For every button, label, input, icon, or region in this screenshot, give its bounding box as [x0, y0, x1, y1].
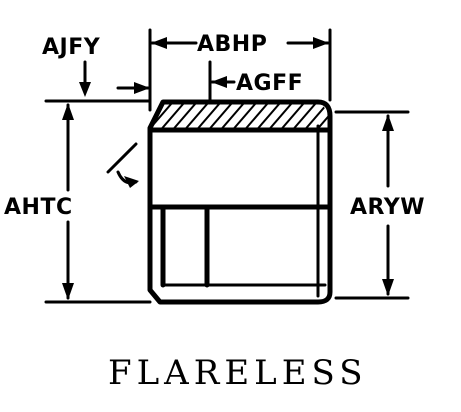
- ahtc-dimension: [44, 99, 152, 304]
- agff-label: AGFF: [236, 71, 303, 96]
- fitting-body: [147, 99, 333, 305]
- abhp-dimension: [148, 28, 332, 112]
- ahtc-label: AHTC: [4, 195, 73, 220]
- thread-hatching: [150, 104, 330, 130]
- aryw-dimension: [334, 110, 410, 300]
- abhp-label: ABHP: [197, 32, 267, 57]
- ajfy-label: AJFY: [42, 35, 101, 60]
- caption: FLARELESS: [108, 353, 368, 393]
- body-outline: [147, 99, 333, 305]
- ajfy-dimension: [79, 60, 150, 97]
- aryw-label: ARYW: [350, 195, 425, 220]
- chamfer-angle-indicator: [106, 142, 139, 188]
- agff-dimension: [208, 60, 236, 104]
